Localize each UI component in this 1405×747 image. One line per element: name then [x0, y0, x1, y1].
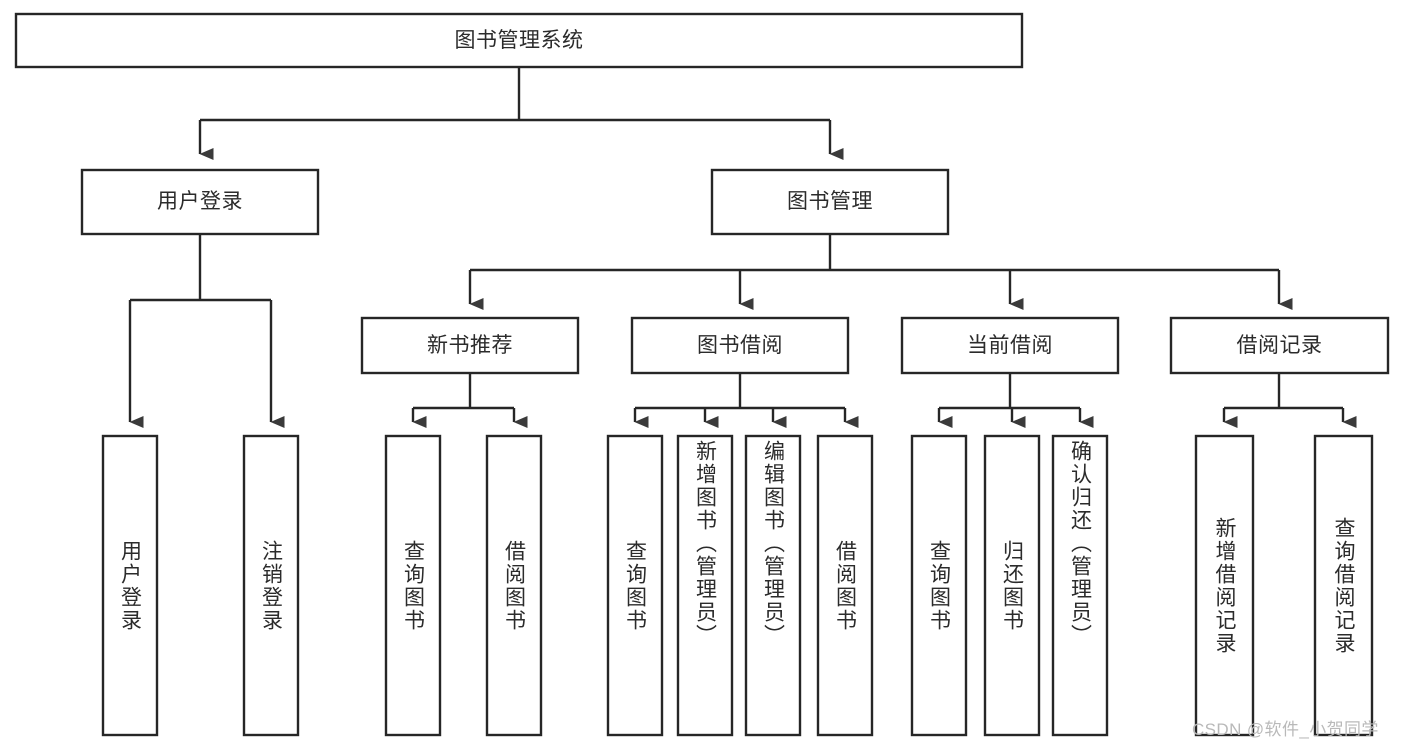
node-box-leaf-nb-borrow[interactable] [485, 434, 543, 737]
node-box-leaf-bb-query[interactable] [606, 434, 664, 737]
watermark: CSDN @软件_小贺同学 [1192, 720, 1379, 739]
node-box-leaf-cb-query[interactable] [910, 434, 968, 737]
node-box-leaf-br-add[interactable] [1194, 434, 1255, 737]
node-box-leaf-bb-borrow[interactable] [816, 434, 874, 737]
node-box-leaf-bb-add[interactable] [676, 434, 734, 737]
node-box-root[interactable] [14, 12, 1024, 69]
node-box-book-manage[interactable] [710, 168, 950, 236]
node-box-new-book[interactable] [360, 316, 580, 375]
node-box-borrow-record[interactable] [1169, 316, 1390, 375]
node-box-current-borrow[interactable] [900, 316, 1120, 375]
node-box-leaf-user-logout[interactable] [242, 434, 300, 737]
node-box-user-login[interactable] [80, 168, 320, 236]
node-box-leaf-cb-return[interactable] [983, 434, 1041, 737]
node-box-leaf-user-login[interactable] [101, 434, 159, 737]
node-box-leaf-nb-query[interactable] [384, 434, 442, 737]
node-box-leaf-bb-edit[interactable] [744, 434, 802, 737]
node-box-leaf-cb-confirm[interactable] [1051, 434, 1109, 737]
node-box-leaf-br-query[interactable] [1313, 434, 1374, 737]
node-box-book-borrow[interactable] [630, 316, 850, 375]
